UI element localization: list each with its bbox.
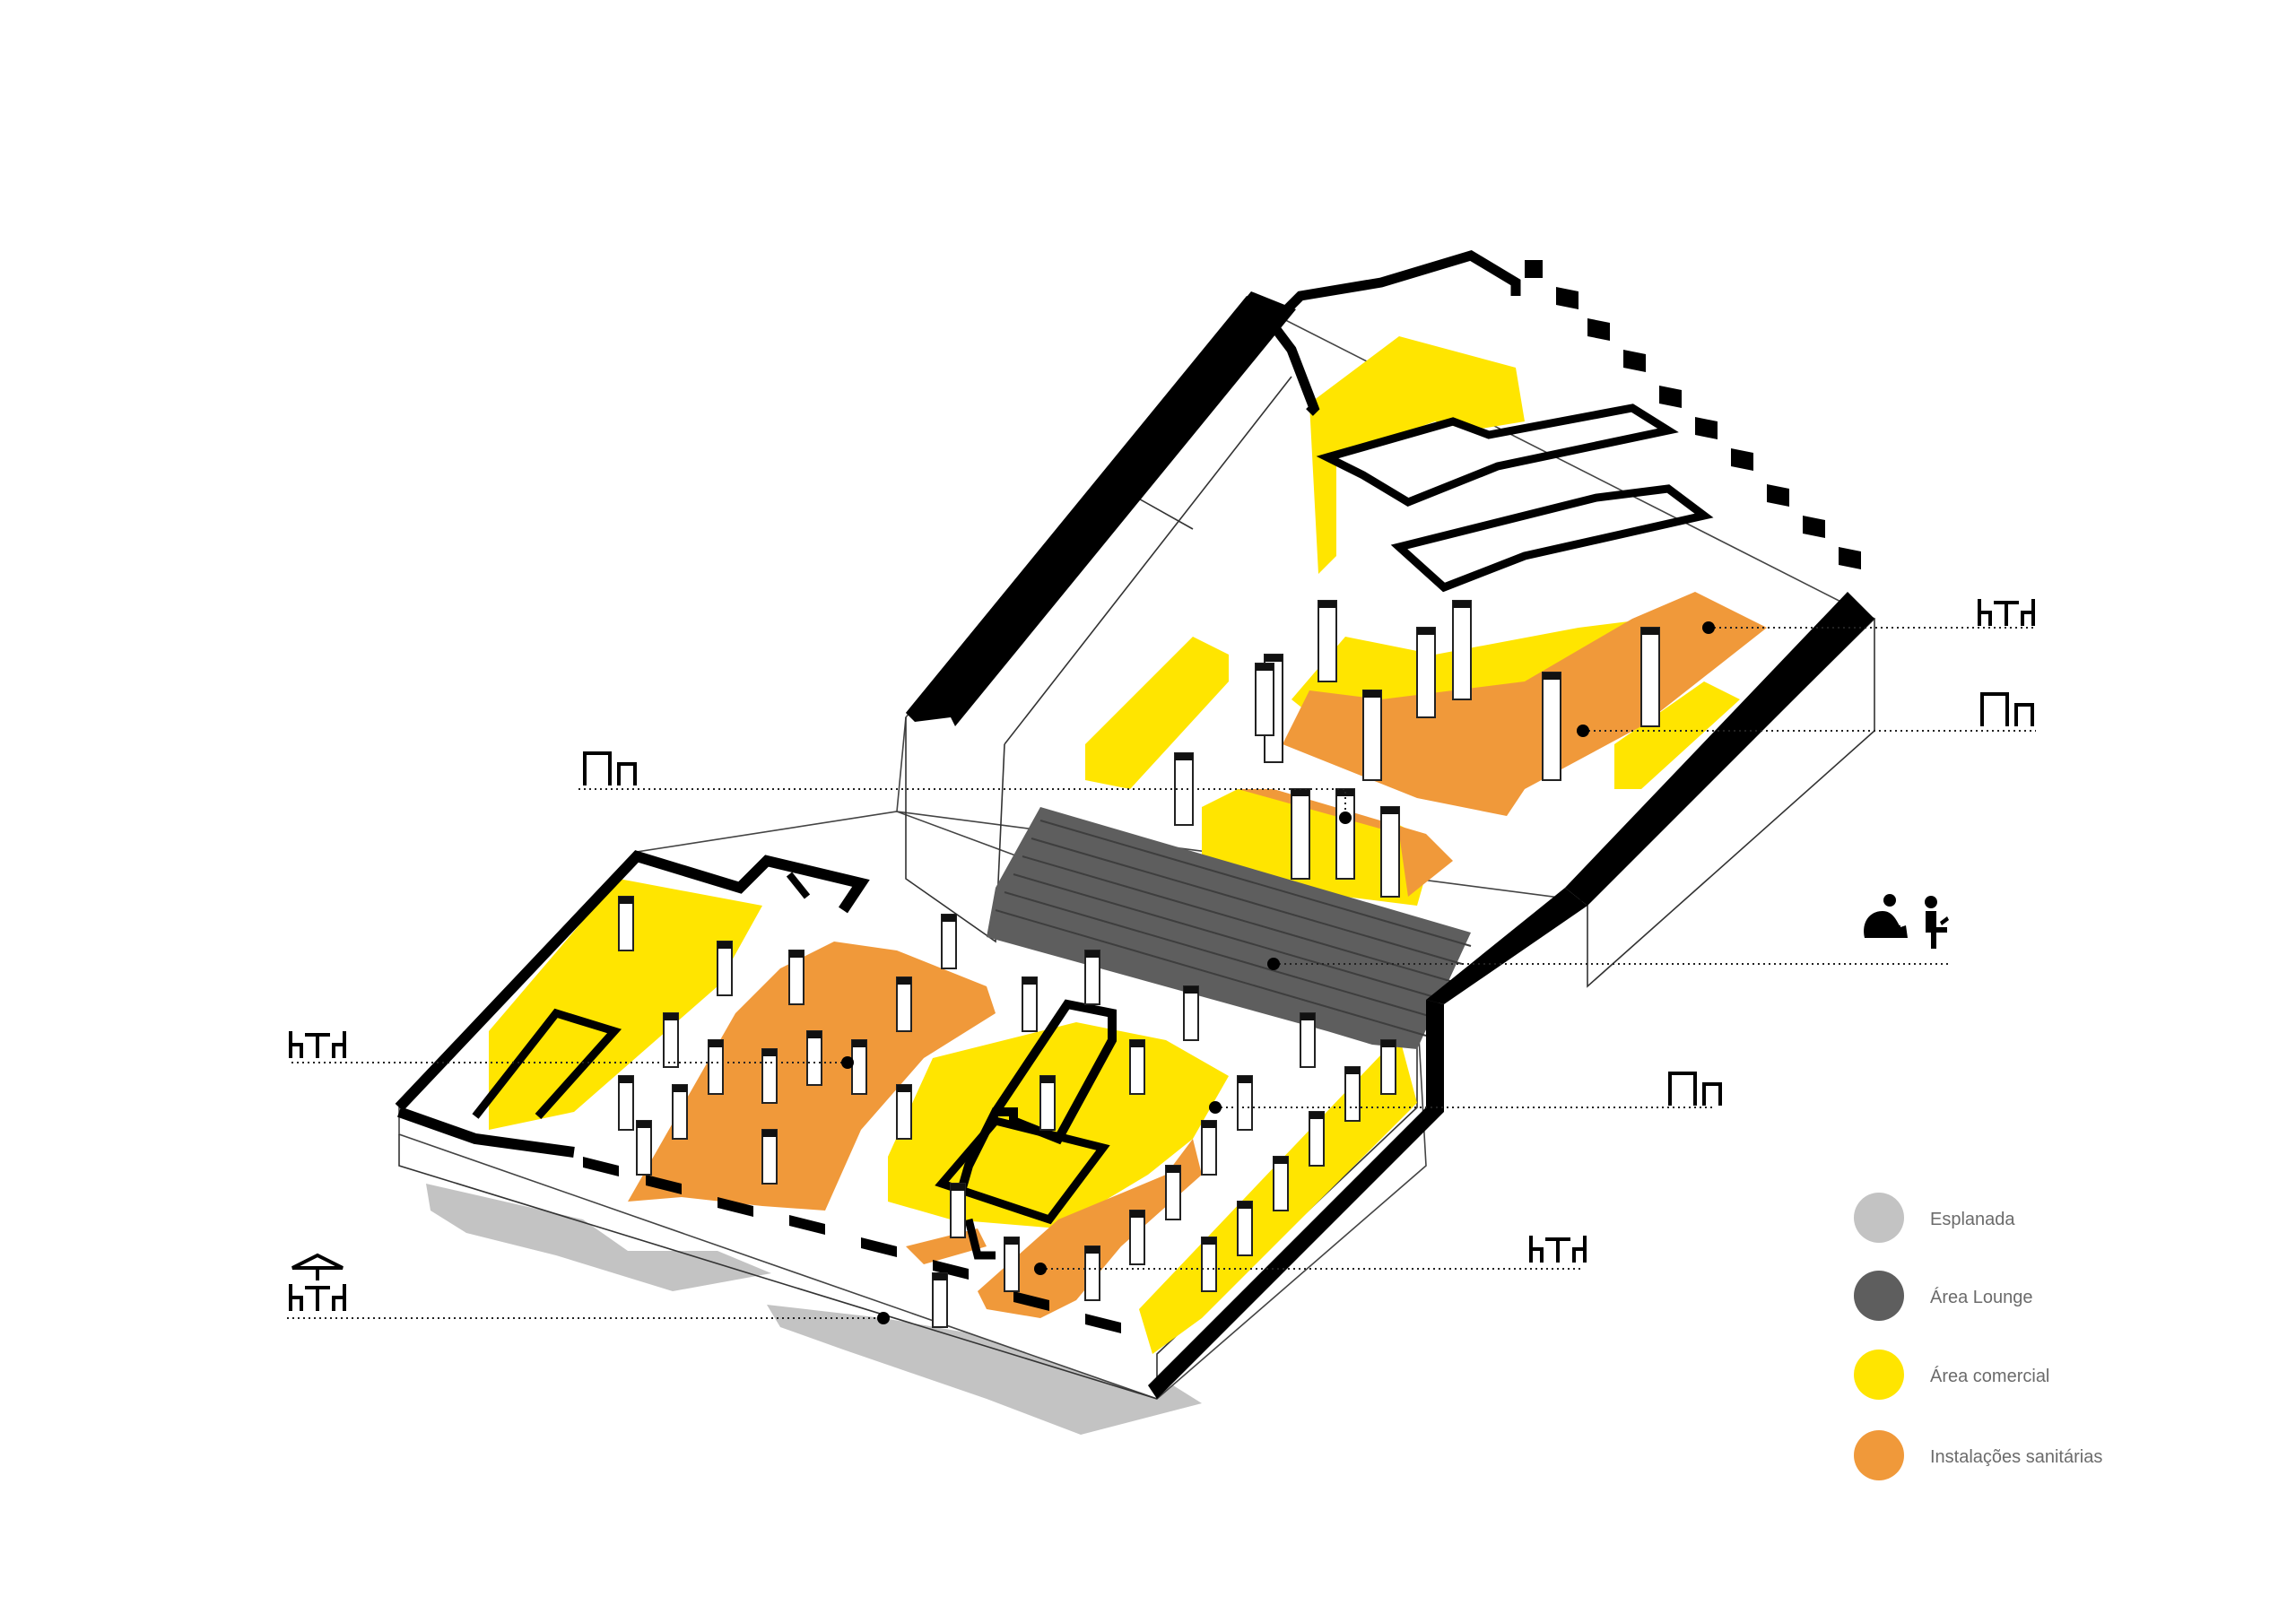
plinth-edge-right <box>1587 619 1875 988</box>
wall-room-block-1 <box>1316 404 1679 508</box>
lounge-area <box>987 807 1471 1049</box>
legend-label-esplanada: Esplanada <box>1930 1210 2015 1229</box>
legend-swatch-comercial <box>1854 1350 1904 1400</box>
walls <box>395 250 1874 1399</box>
esplanada-area-2 <box>767 1305 1202 1435</box>
annotation-icons <box>289 599 2035 1311</box>
esplanada-area-1 <box>426 1184 771 1291</box>
table-chairs-icon <box>289 1031 346 1058</box>
wall-right-upper <box>1565 592 1874 906</box>
sanitarias-small <box>906 1228 987 1264</box>
annotation-leaders <box>287 621 2036 1324</box>
wall-lower-left-inner <box>786 872 811 899</box>
wall-lower-bottom <box>397 1107 575 1158</box>
lounge-people-icon <box>1864 894 1949 949</box>
lounge-zone <box>987 807 1472 1049</box>
legend-swatch-lounge <box>1854 1271 1904 1321</box>
legend: Esplanada Área Lounge Área comercial Ins… <box>1854 1193 2102 1480</box>
upper-corridor-line <box>1004 376 1292 745</box>
comercial-left-room <box>489 879 762 1130</box>
comercial-top-room <box>1309 336 1525 574</box>
table-chairs-icon <box>1529 1236 1587 1263</box>
plinth-edge-left <box>398 1134 1158 1400</box>
umbrella-table-icon <box>289 1253 346 1311</box>
wall-front-blocks <box>583 1157 1121 1333</box>
legend-swatch-sanitarias <box>1854 1430 1904 1480</box>
legend-label-lounge: Área Lounge <box>1930 1287 2033 1307</box>
wall-upper-left-thick <box>906 291 1296 726</box>
toilet-doors-icon <box>583 751 637 785</box>
wall-top-room <box>1252 250 1521 344</box>
wall-top-right-steps <box>1525 260 1861 569</box>
wall-room-lower-left <box>472 1008 622 1120</box>
toilet-doors-icon <box>1980 692 2034 726</box>
column-set-upper <box>1174 600 1660 898</box>
legend-item-sanitarias: Instalações sanitárias <box>1854 1430 2102 1480</box>
wall-room-block-2 <box>1390 484 1714 593</box>
wall-right-connector <box>1426 888 1587 1004</box>
table-chairs-icon <box>1978 599 2035 626</box>
upper-left-corridor <box>905 717 1005 943</box>
lounge-steps <box>995 820 1472 1037</box>
sanitarias-lower <box>978 1139 1202 1318</box>
wall-courtyard-tail <box>964 1218 996 1260</box>
wall-right-lower <box>1148 1000 1444 1399</box>
toilet-doors-icon <box>1668 1072 1722 1106</box>
legend-swatch-esplanada <box>1854 1193 1904 1243</box>
legend-item-comercial: Área comercial <box>1854 1350 2049 1400</box>
courtyard-frame <box>935 1115 1110 1225</box>
comercial-middle <box>1202 789 1435 906</box>
legend-label-comercial: Área comercial <box>1930 1366 2049 1386</box>
comercial-upper-right <box>1614 681 1740 789</box>
esplanada-areas <box>426 1184 1202 1435</box>
legend-item-esplanada: Esplanada <box>1854 1193 2015 1243</box>
column-set-lower <box>618 896 1396 1328</box>
wall-lower-left <box>395 850 870 1112</box>
comercial-counter-1 <box>1085 637 1229 789</box>
legend-label-sanitarias: Instalações sanitárias <box>1930 1447 2102 1467</box>
columns <box>618 600 1660 1328</box>
legend-item-lounge: Área Lounge <box>1854 1271 2033 1321</box>
